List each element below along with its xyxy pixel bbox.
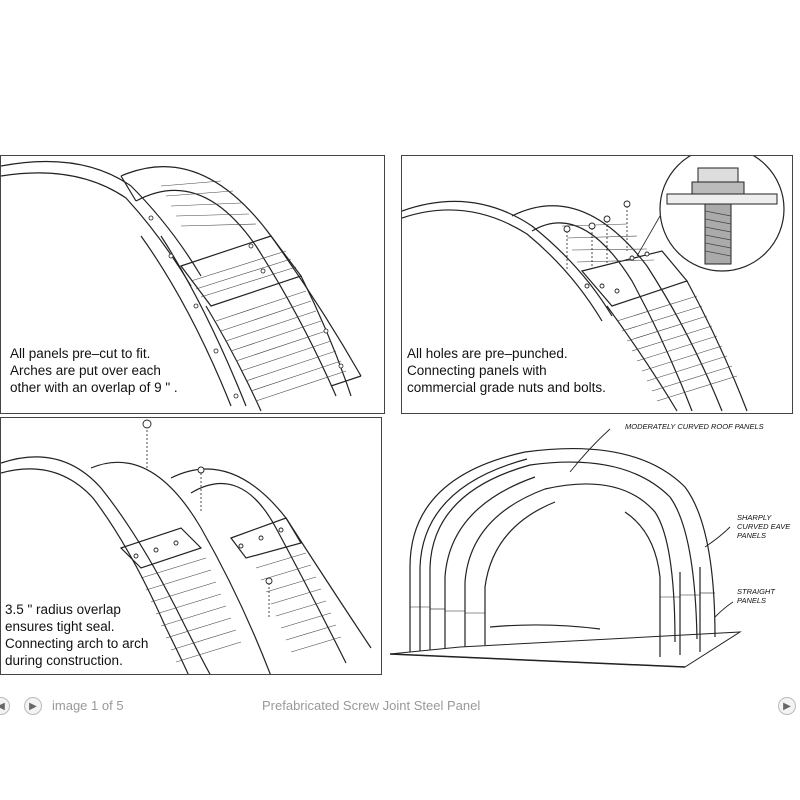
arch-to-arch-illustration <box>1 419 372 674</box>
arrow-right-icon: ▶ <box>29 700 37 712</box>
arch-building-illustration <box>389 428 742 668</box>
prev-button[interactable]: ◀ <box>0 697 10 715</box>
arrow-right-icon: ▶ <box>783 700 791 712</box>
panel-caption: All holes are pre–punched. Connecting pa… <box>407 346 606 395</box>
panel-overlap: All panels pre–cut to fit. Arches are pu… <box>0 155 385 414</box>
panel-structure: Moderately curved roof panels Sharply cu… <box>385 417 800 677</box>
next-image-button[interactable]: ▶ <box>778 697 796 715</box>
arrow-left-icon: ◀ <box>0 700 5 712</box>
image-counter: image 1 of 5 <box>52 698 124 713</box>
straight-panels-label: Straight panels <box>737 587 775 605</box>
panel-holes: All holes are pre–punched. Connecting pa… <box>401 155 793 414</box>
overlapping-arches-illustration <box>1 160 362 412</box>
roof-panels-label: Moderately curved roof panels <box>625 422 764 431</box>
gallery-title: Prefabricated Screw Joint Steel Panel <box>262 698 481 713</box>
panel-radius-overlap: 3.5 " radius overlap ensures tight seal.… <box>0 417 382 675</box>
next-button[interactable]: ▶ <box>24 697 42 715</box>
bolted-arch-illustration <box>402 156 785 412</box>
gallery-nav-bar: ◀ ▶ image 1 of 5 Prefabricated Screw Joi… <box>0 690 800 722</box>
panel-caption: All panels pre–cut to fit. Arches are pu… <box>10 346 178 395</box>
panel-caption: 3.5 " radius overlap ensures tight seal.… <box>5 602 149 668</box>
eave-panels-label: Sharply curved eave panels <box>737 513 791 540</box>
